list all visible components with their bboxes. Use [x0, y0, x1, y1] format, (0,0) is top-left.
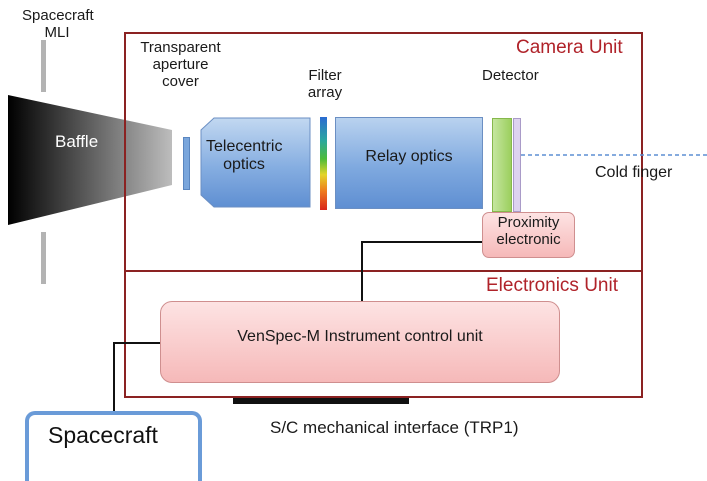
relay-optics-box [335, 117, 483, 209]
detector-purple [513, 118, 521, 212]
transparent-cover-label: Transparent aperture cover [140, 39, 221, 90]
filter-array-strip [320, 117, 327, 210]
spacecraft-bracket [25, 411, 202, 481]
cold-finger-label: Cold finger [595, 164, 673, 181]
relay-optics-label: Relay optics [365, 148, 453, 165]
wire-vertical-proximity [361, 241, 363, 301]
wire-horizontal-spacecraft [113, 342, 160, 344]
wire-horizontal-proximity [361, 241, 482, 243]
instrument-control-unit-label: VenSpec-M Instrument control unit [237, 328, 483, 345]
proximity-electronic-box [482, 212, 575, 258]
electronics-unit-frame [124, 270, 643, 398]
detector-label: Detector [482, 67, 539, 84]
mechanical-interface-label: S/C mechanical interface (TRP1) [270, 418, 519, 437]
baffle-label: Baffle [55, 132, 99, 151]
cold-finger-line [521, 154, 707, 156]
electronics-unit-title: Electronics Unit [486, 275, 618, 296]
mli-bar-top [41, 40, 46, 92]
telecentric-optics-label: Telecentric optics [206, 138, 283, 173]
mechanical-interface-bar [233, 398, 409, 404]
wire-vertical-spacecraft [113, 342, 115, 414]
spacecraft-mli-label: Spacecraft MLI [22, 7, 94, 41]
spacecraft-label: Spacecraft [48, 422, 158, 448]
camera-unit-title: Camera Unit [516, 37, 623, 58]
filter-array-label: Filter array [307, 67, 343, 101]
mli-bar-bottom [41, 232, 46, 284]
aperture-cover [183, 137, 190, 190]
detector-green [492, 118, 512, 212]
instrument-control-unit-box [160, 301, 560, 383]
baffle-shape [8, 95, 172, 225]
proximity-electronic-label: Proximity electronic [496, 214, 561, 248]
telecentric-optics-box [200, 117, 311, 208]
